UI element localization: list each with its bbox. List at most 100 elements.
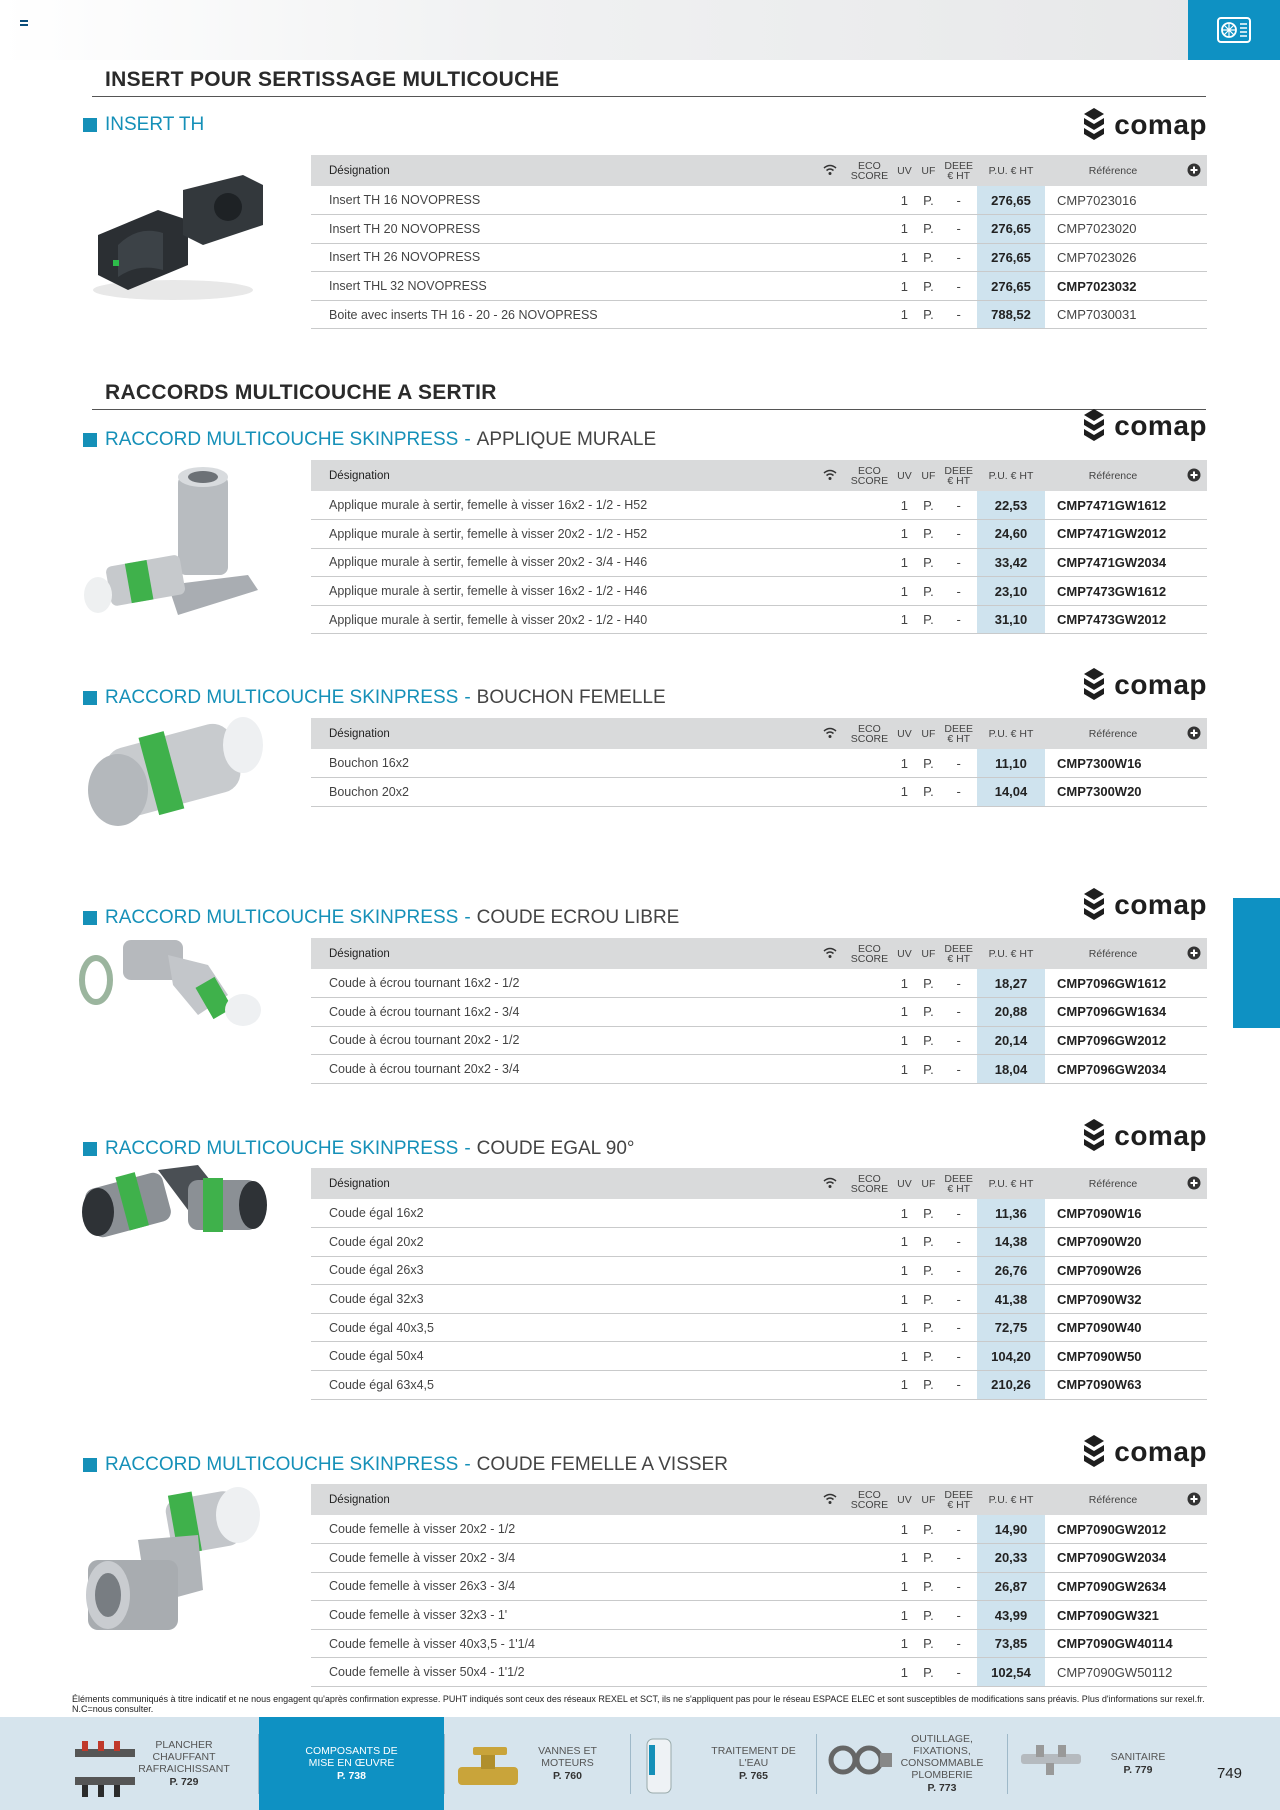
reference-cell[interactable]: CMP7090W26 [1045,1256,1181,1286]
nav-item-manifold[interactable]: PLANCHER CHAUFFANT RAFRAICHISSANT P. 729 [0,1717,258,1810]
table-row[interactable]: Coude à écrou tournant 16x2 - 1/2 1 P. -… [311,969,1207,999]
table-row[interactable]: Boite avec inserts TH 16 - 20 - 26 NOVOP… [311,300,1207,330]
reference-cell[interactable]: CMP7090GW2034 [1045,1543,1181,1573]
table-row[interactable]: Coude à écrou tournant 20x2 - 3/4 1 P. -… [311,1054,1207,1084]
table-row[interactable]: Insert TH 26 NOVOPRESS 1 P. - 276,65 CMP… [311,243,1207,273]
reference-cell[interactable]: CMP7023026 [1045,243,1181,273]
table-row[interactable]: Insert THL 32 NOVOPRESS 1 P. - 276,65 CM… [311,271,1207,301]
reference-cell[interactable]: CMP7023032 [1045,271,1181,301]
table-row[interactable]: Coude égal 63x4,5 1 P. - 210,26 CMP7090W… [311,1370,1207,1400]
add-to-cart-icon[interactable] [1181,1484,1207,1515]
reference-cell[interactable]: CMP7090W40 [1045,1313,1181,1343]
nav-item-tools[interactable]: OUTILLAGE, FIXATIONS, CONSOMMABLE PLOMBE… [817,1717,1007,1810]
product-image [78,705,268,875]
reference-cell[interactable]: CMP7090GW50112 [1045,1657,1181,1688]
deee-cell: - [940,1629,977,1659]
nav-item-faucet[interactable]: SANITAIRE P. 779 [1008,1717,1208,1810]
nav-item-valve[interactable]: VANNES ET MOTEURS P. 760 [445,1717,630,1810]
reference-cell[interactable]: CMP7473GW1612 [1045,576,1181,606]
uf-cell: P. [916,749,941,779]
reference-cell[interactable]: CMP7090GW2012 [1045,1515,1181,1545]
add-to-cart-icon[interactable] [1181,718,1207,749]
reference-cell[interactable]: CMP7023016 [1045,186,1181,216]
table-row[interactable]: Insert TH 16 NOVOPRESS 1 P. - 276,65 CMP… [311,186,1207,216]
table-row[interactable]: Coude femelle à visser 40x3,5 - 1'1/4 1 … [311,1629,1207,1659]
reference-cell[interactable]: CMP7023020 [1045,214,1181,244]
uf-cell: P. [916,997,941,1027]
table-row[interactable]: Applique murale à sertir, femelle à viss… [311,519,1207,549]
price-cell: 276,65 [977,186,1045,216]
table-row[interactable]: Coude égal 50x4 1 P. - 104,20 CMP7090W50 [311,1341,1207,1372]
tools-icon [825,1735,895,1788]
table-row[interactable]: Coude femelle à visser 20x2 - 1/2 1 P. -… [311,1515,1207,1545]
designation-cell: Coude à écrou tournant 20x2 - 1/2 [311,1026,815,1056]
table-row[interactable]: Coude égal 26x3 1 P. - 26,76 CMP7090W26 [311,1256,1207,1286]
reference-cell[interactable]: CMP7090W16 [1045,1199,1181,1229]
wifi-icon [814,718,847,749]
price-cell: 14,04 [977,777,1045,807]
add-to-cart-icon[interactable] [1181,460,1207,491]
reference-cell[interactable]: CMP7471GW1612 [1045,491,1181,521]
reference-cell[interactable]: CMP7096GW1634 [1045,997,1181,1027]
product-family: RACCORD MULTICOUCHE SKINPRESS [105,1138,459,1159]
reference-cell[interactable]: CMP7471GW2012 [1045,519,1181,549]
col-price: P.U. € HT [977,938,1045,969]
uf-cell: P. [916,1256,941,1286]
table-row[interactable]: Coude égal 40x3,5 1 P. - 72,75 CMP7090W4… [311,1313,1207,1343]
uv-cell: 1 [892,214,917,244]
reference-cell[interactable]: CMP7090GW2634 [1045,1572,1181,1602]
deee-cell: - [940,271,977,301]
category-badge[interactable] [1188,0,1280,60]
col-uv: UV [892,460,917,491]
table-row[interactable]: Coude femelle à visser 50x4 - 1'1/2 1 P.… [311,1657,1207,1688]
table-row[interactable]: Coude femelle à visser 26x3 - 3/4 1 P. -… [311,1572,1207,1602]
col-eco-score: ECO SCORE [846,1484,893,1515]
reference-cell[interactable]: CMP7471GW2034 [1045,548,1181,578]
deee-cell: - [940,1572,977,1602]
reference-cell[interactable]: CMP7300W16 [1045,749,1181,779]
table-row[interactable]: Coude égal 16x2 1 P. - 11,36 CMP7090W16 [311,1199,1207,1229]
reference-cell[interactable]: CMP7090W50 [1045,1341,1181,1372]
table-row[interactable]: Insert TH 20 NOVOPRESS 1 P. - 276,65 CMP… [311,214,1207,244]
table-row[interactable]: Applique murale à sertir, femelle à viss… [311,548,1207,578]
reference-cell[interactable]: CMP7096GW1612 [1045,969,1181,999]
uv-cell: 1 [892,969,917,999]
table-row[interactable]: Applique murale à sertir, femelle à viss… [311,491,1207,521]
col-uf: UF [916,718,941,749]
col-designation: Désignation [311,460,815,491]
table-row[interactable]: Coude égal 32x3 1 P. - 41,38 CMP7090W32 [311,1284,1207,1314]
reference-cell[interactable]: CMP7030031 [1045,300,1181,330]
table-row[interactable]: Coude à écrou tournant 16x2 - 3/4 1 P. -… [311,997,1207,1027]
table-row[interactable]: Applique murale à sertir, femelle à viss… [311,605,1207,635]
table-row[interactable]: Applique murale à sertir, femelle à viss… [311,576,1207,606]
product-image [78,465,268,635]
reference-cell[interactable]: CMP7096GW2012 [1045,1026,1181,1056]
add-to-cart-icon[interactable] [1181,155,1207,186]
uf-cell: P. [916,1370,941,1400]
chapter-tab[interactable] [1233,898,1280,1028]
reference-cell[interactable]: CMP7096GW2034 [1045,1054,1181,1084]
reference-cell[interactable]: CMP7090W32 [1045,1284,1181,1314]
add-to-cart-icon[interactable] [1181,938,1207,969]
brand-name: comap [1114,669,1207,700]
table-row[interactable]: Bouchon 20x2 1 P. - 14,04 CMP7300W20 [311,777,1207,807]
table-row[interactable]: Coude à écrou tournant 20x2 - 1/2 1 P. -… [311,1026,1207,1056]
table-row[interactable]: Bouchon 16x2 1 P. - 11,10 CMP7300W16 [311,749,1207,779]
add-to-cart-icon[interactable] [1181,1168,1207,1199]
section-title-insert: INSERT POUR SERTISSAGE MULTICOUCHE [92,62,1206,97]
uv-cell: 1 [892,548,917,578]
price-cell: 43,99 [977,1600,1045,1630]
reference-cell[interactable]: CMP7473GW2012 [1045,605,1181,635]
nav-item-water-treatment[interactable]: TRAITEMENT DE L'EAU P. 765 [631,1717,816,1810]
deee-cell: - [940,1026,977,1056]
reference-cell[interactable]: CMP7090GW321 [1045,1600,1181,1630]
reference-cell[interactable]: CMP7090GW40114 [1045,1629,1181,1659]
table-row[interactable]: Coude femelle à visser 20x2 - 3/4 1 P. -… [311,1543,1207,1573]
table-row[interactable]: Coude femelle à visser 32x3 - 1' 1 P. - … [311,1600,1207,1630]
reference-cell[interactable]: CMP7090W20 [1045,1227,1181,1257]
reference-cell[interactable]: CMP7090W63 [1045,1370,1181,1400]
nav-item-pipe-coil[interactable]: COMPOSANTS DE MISE EN ŒUVRE P. 738 [259,1717,444,1810]
col-designation: Désignation [311,155,815,186]
reference-cell[interactable]: CMP7300W20 [1045,777,1181,807]
table-row[interactable]: Coude égal 20x2 1 P. - 14,38 CMP7090W20 [311,1227,1207,1257]
